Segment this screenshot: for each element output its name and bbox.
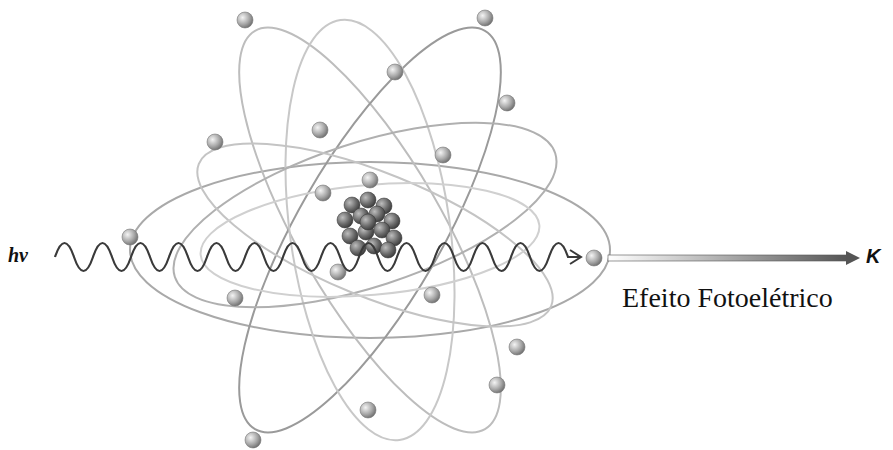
electrons [122, 10, 525, 448]
caption: Efeito Fotoelétrico [622, 282, 833, 314]
kinetic-energy-label: K [866, 245, 880, 268]
kinetic-arrow-shaft [608, 255, 848, 261]
photon-arrowhead [570, 250, 581, 264]
nucleus [337, 192, 402, 258]
photon-wave [55, 243, 580, 271]
kinetic-arrowhead [846, 251, 860, 265]
ejected-electron [586, 250, 602, 266]
photon-energy-label: hv [8, 244, 28, 267]
orbits [130, 0, 610, 450]
